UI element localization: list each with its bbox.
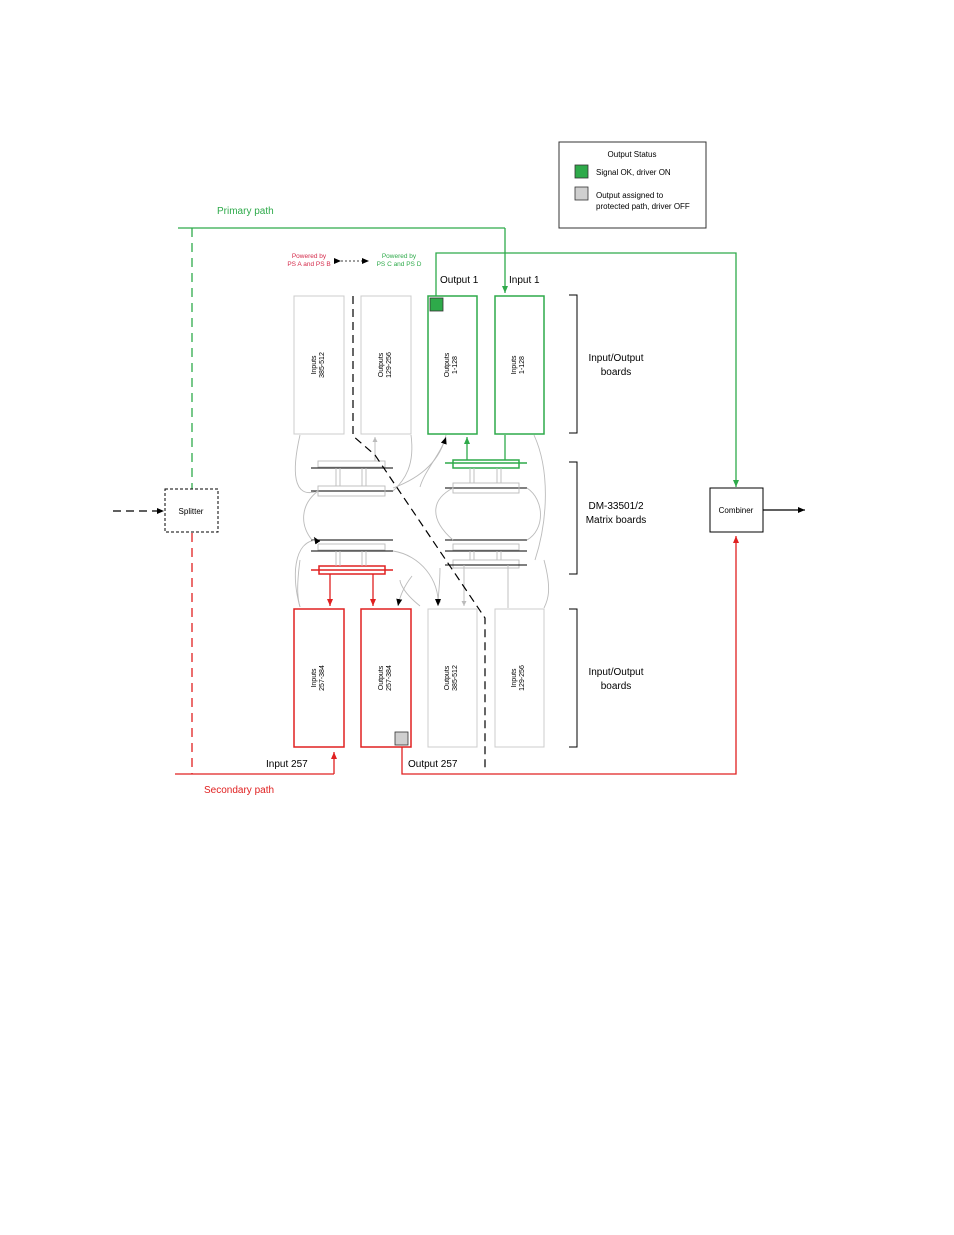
- board-top-4-line2: 1-128: [519, 356, 526, 374]
- board-bottom-inputs-257-384: [293, 608, 345, 748]
- top-boards: Inputs 385-512 Outputs 129-256 Outputs 1…: [293, 295, 545, 435]
- board-top-1-line1: Inputs: [311, 355, 318, 375]
- board-bottom-3-line1: Outputs: [444, 665, 451, 690]
- board-bottom-2-line1: Outputs: [378, 665, 385, 690]
- board-top-inputs-385-512: [293, 295, 345, 435]
- legend-box: Output Status Signal OK, driver ON Outpu…: [558, 141, 707, 229]
- board-bottom-3-line2: 385-512: [452, 665, 459, 691]
- board-top-inputs-1-128: [494, 295, 545, 435]
- legend-swatch-protected: [574, 186, 589, 201]
- primary-path-label: Primary path: [217, 206, 274, 217]
- secondary-path-wiring: [175, 533, 739, 775]
- power-right-line2: PS C and PS D: [377, 261, 422, 268]
- board-top-2-line2: 129-256: [386, 352, 393, 378]
- board-top-2-line1: Outputs: [378, 352, 385, 377]
- protection-divider-line: [352, 296, 486, 770]
- matrix-boards-label-line1: DM-33501/2: [588, 501, 643, 512]
- board-bottom-1-line1: Inputs: [311, 668, 318, 688]
- power-right-line1: Powered by: [382, 253, 417, 260]
- io-boards-bottom-label-line1: Input/Output: [588, 667, 643, 678]
- board-top-outputs-1-128: [427, 295, 478, 435]
- combiner-label: Combiner: [719, 506, 754, 515]
- board-top-4-line1: Inputs: [511, 355, 518, 375]
- splitter-block: Splitter: [113, 488, 219, 533]
- board-top-3-line2: 1-128: [452, 356, 459, 374]
- output-257-status-indicator: [394, 731, 409, 746]
- output-257-label: Output 257: [408, 759, 458, 770]
- board-bottom-outputs-257-384: [360, 608, 412, 748]
- input-257-label: Input 257: [266, 759, 308, 770]
- output-1-status-indicator: [429, 297, 444, 312]
- secondary-path-label: Secondary path: [204, 785, 274, 796]
- io-boards-top-label-line2: boards: [601, 367, 632, 378]
- board-bottom-2-line2: 257-384: [386, 665, 393, 691]
- board-bottom-4-line1: Inputs: [511, 668, 518, 688]
- board-bottom-outputs-385-512: [427, 608, 478, 748]
- legend-item-protected-line2: protected path, driver OFF: [596, 202, 690, 211]
- primary-path-wiring: [178, 227, 739, 489]
- matrix-boards-label-line2: Matrix boards: [586, 515, 647, 526]
- board-bottom-1-line2: 257-384: [319, 665, 326, 691]
- legend-item-protected-line1: Output assigned to: [596, 191, 664, 200]
- combiner-block: Combiner: [709, 487, 805, 533]
- board-bottom-inputs-129-256: [494, 608, 545, 748]
- legend-title: Output Status: [608, 150, 657, 159]
- splitter-label: Splitter: [179, 507, 204, 516]
- power-labels: Powered by PS A and PS B Powered by PS C…: [287, 253, 421, 268]
- board-top-1-line2: 385-512: [319, 352, 326, 378]
- power-left-line2: PS A and PS B: [287, 261, 330, 268]
- group-brackets: [569, 294, 578, 748]
- io-boards-bottom-label-line2: boards: [601, 681, 632, 692]
- input-1-label: Input 1: [509, 275, 540, 286]
- gray-link-arrows: [313, 436, 447, 607]
- power-left-line1: Powered by: [292, 253, 327, 260]
- board-top-3-line1: Outputs: [444, 352, 451, 377]
- board-top-outputs-129-256: [360, 295, 412, 435]
- legend-swatch-signal-ok: [574, 164, 589, 179]
- board-bottom-4-line2: 129-256: [519, 665, 526, 691]
- bottom-boards: Inputs 257-384 Outputs 257-384 Outputs 3…: [293, 608, 545, 748]
- legend-item-signal-ok: Signal OK, driver ON: [596, 168, 671, 177]
- matrix-board-area: [294, 434, 550, 609]
- output-1-label: Output 1: [440, 275, 479, 286]
- io-boards-top-label-line1: Input/Output: [588, 353, 643, 364]
